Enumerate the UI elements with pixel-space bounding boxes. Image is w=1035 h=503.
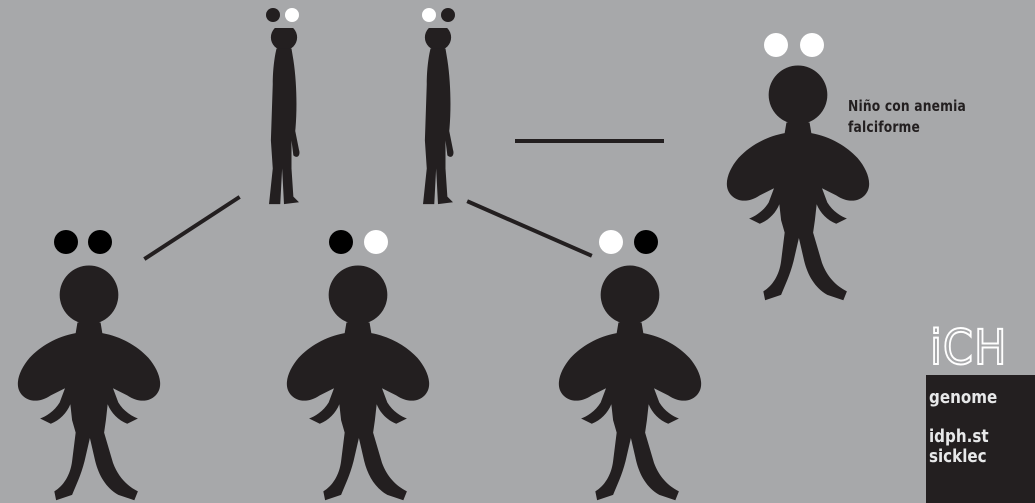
mother-gene-dot [266,8,280,22]
father-to-child3-line [469,202,590,255]
child1-gene-dot [54,230,78,254]
affected-child-gene-dot [800,33,824,57]
mother-gene-dot [285,8,299,22]
child1-gene-dot [88,230,112,254]
child3-figure [559,266,701,501]
info-line-3: sicklec [929,447,987,467]
father-gene-dot [422,8,436,22]
connector-lines [146,141,662,258]
child2-gene-dot [364,230,388,254]
child3-gene-dot [599,230,623,254]
father-figure [423,24,453,204]
child2-gene-dot [329,230,353,254]
mother-figure [269,24,299,204]
caption-line-1: Niño con anemia [848,96,966,117]
brand-title: iCH [930,324,1007,372]
child1-figure [18,266,160,501]
info-line-2: idph.st [929,427,989,447]
father-gene-dot [441,8,455,22]
child2-figure [287,266,429,501]
affected-child-gene-dot [764,33,788,57]
affected-child-caption: Niño con anemia falciforme [848,96,966,138]
child3-gene-dot [634,230,658,254]
info-line-1: genome [929,388,997,408]
caption-line-2: falciforme [848,117,966,138]
mother-to-child1-line [146,198,238,258]
